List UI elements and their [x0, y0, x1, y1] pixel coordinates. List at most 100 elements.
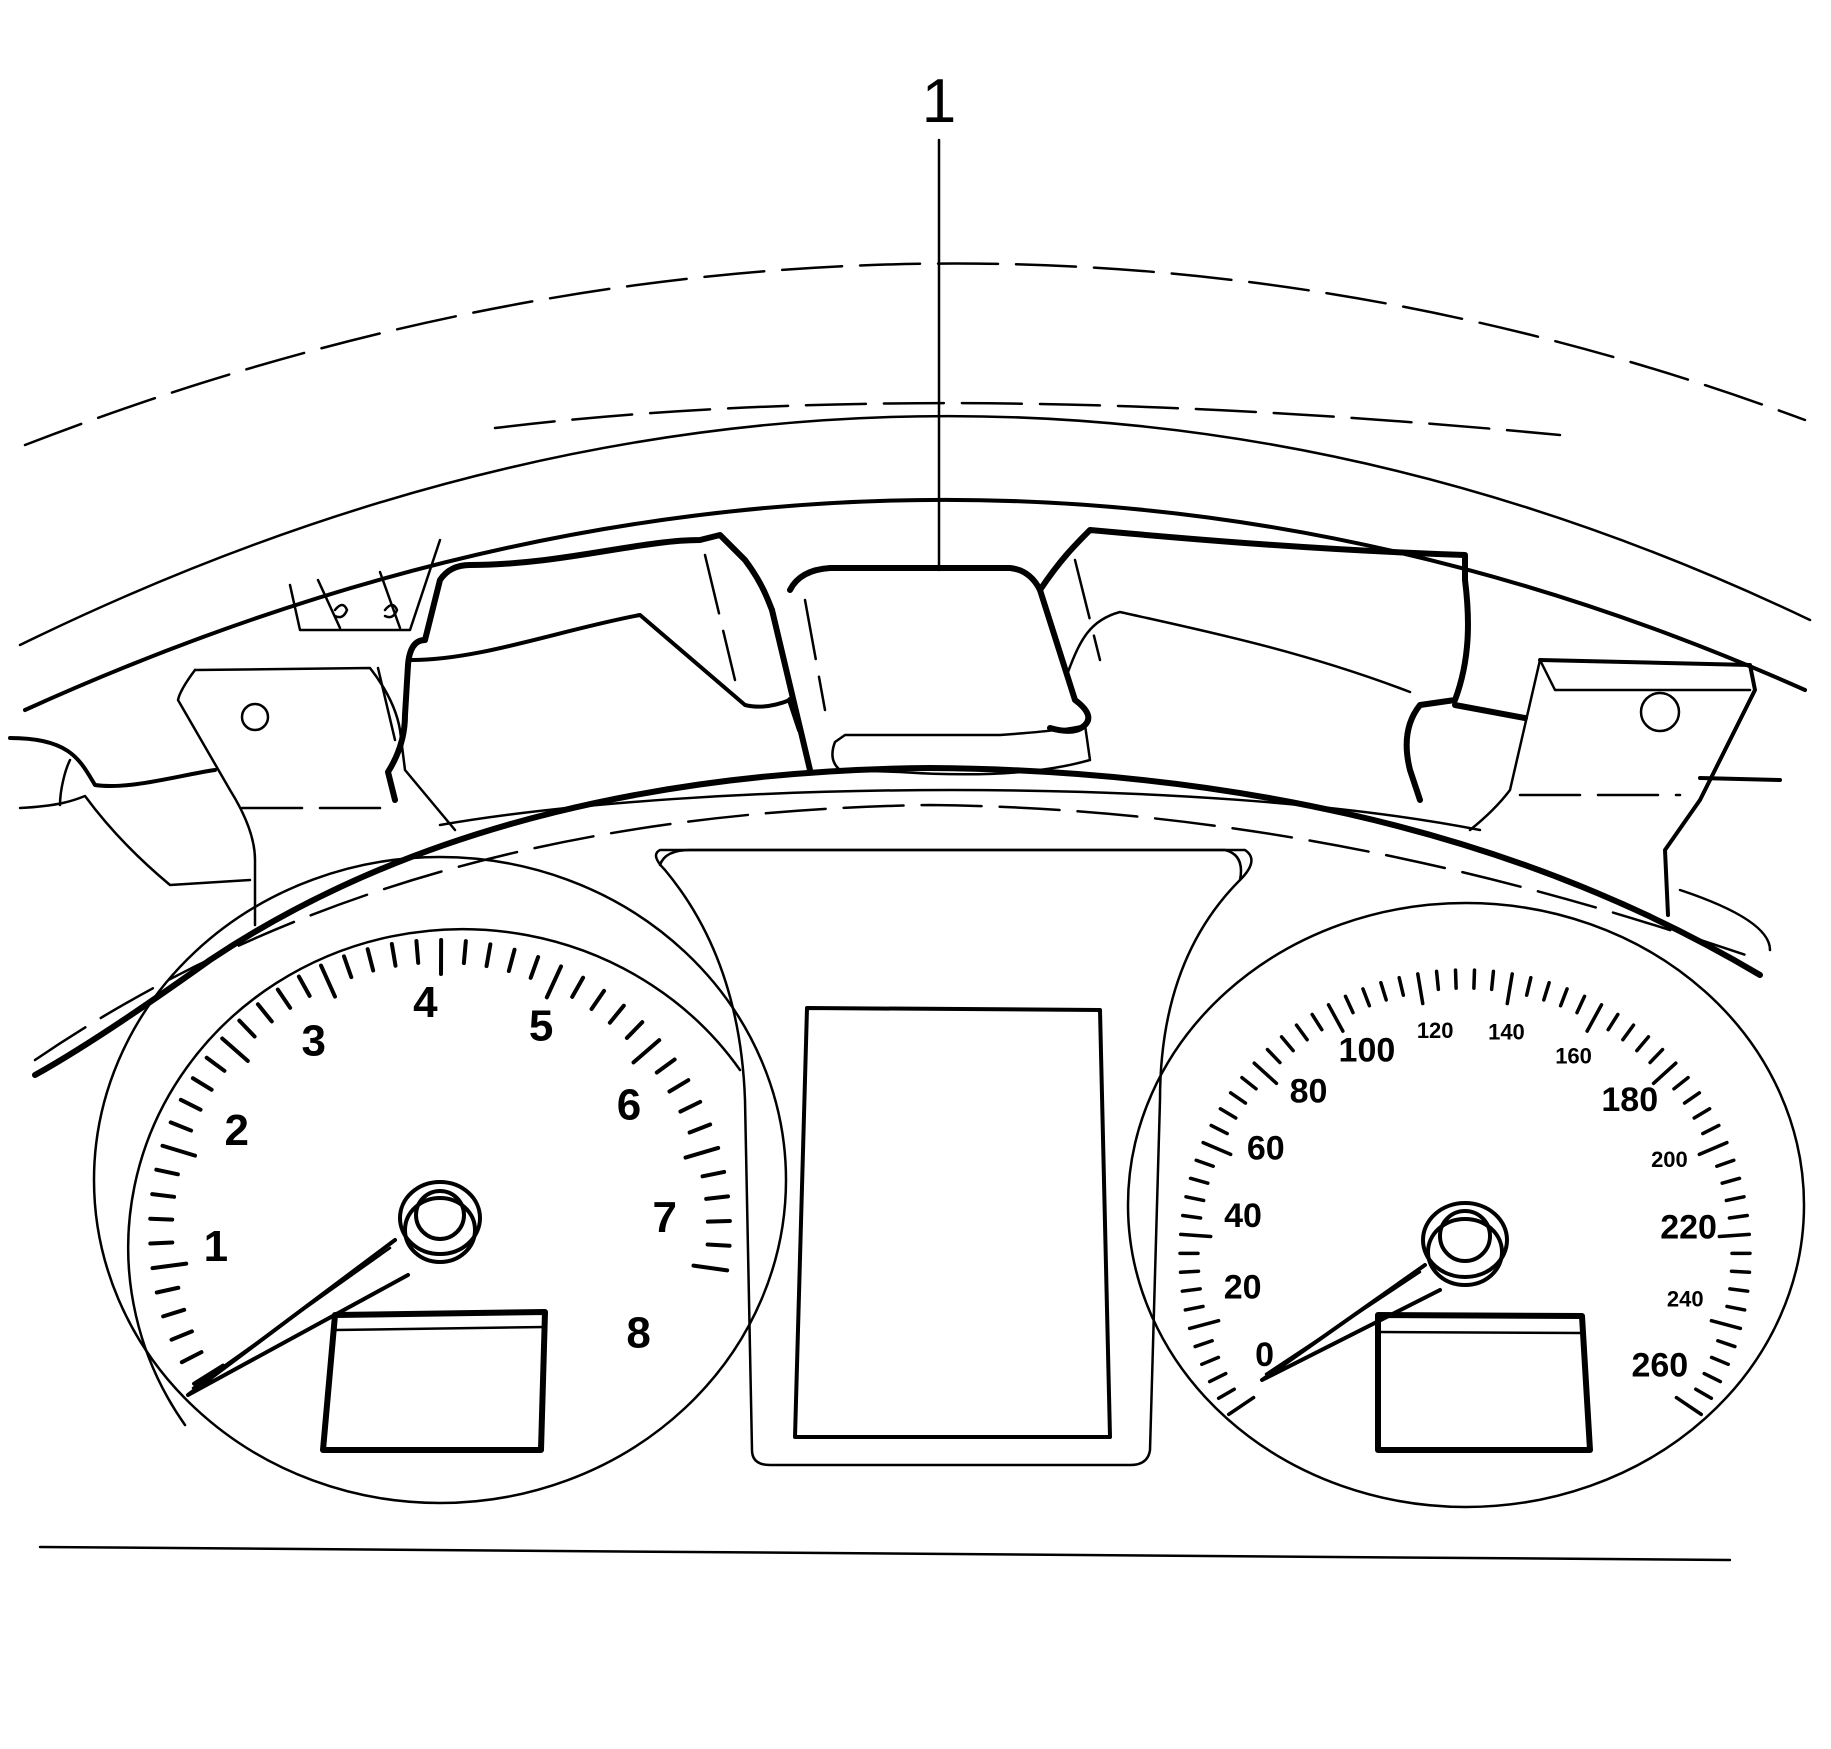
gauge-tick: [296, 974, 312, 998]
gauge-tick: [1193, 1339, 1214, 1349]
gauge-tick: [1729, 1269, 1752, 1275]
gauge-label: 2: [225, 1106, 249, 1155]
gauge-tick: [654, 1057, 677, 1075]
gauge-tick: [1585, 1003, 1604, 1033]
tachometer-ticks: [148, 938, 732, 1386]
gauge-tick: [1180, 1287, 1202, 1293]
gauge-tick: [570, 975, 586, 999]
gauge-label: 60: [1247, 1129, 1285, 1167]
gauge-tick: [1727, 1213, 1749, 1220]
gauge-tick: [607, 1003, 626, 1025]
gauge-tick: [1181, 1213, 1203, 1220]
gauge-tick: [179, 1350, 204, 1365]
callout-label: 1: [922, 67, 956, 136]
gauge-tick: [1326, 1003, 1345, 1033]
gauge-tick: [1184, 1195, 1206, 1203]
gauge-tick: [678, 1099, 703, 1114]
gauge-tick: [161, 1307, 187, 1319]
gauge-label: 20: [1224, 1268, 1262, 1306]
gauge-tick: [705, 1242, 732, 1248]
gauge-tick: [1201, 1140, 1233, 1157]
gauge-tick: [204, 1055, 227, 1073]
gauge-tick: [1200, 1355, 1221, 1367]
gauge-tick: [589, 988, 607, 1011]
gauge-tick: [1310, 1012, 1324, 1032]
gauge-label: 8: [626, 1308, 650, 1357]
gauge-tick: [237, 1018, 257, 1039]
gauge-tick: [683, 1145, 721, 1160]
gauge-label: 6: [617, 1081, 641, 1130]
gauge-tick: [1416, 972, 1425, 1006]
gauge-tick: [1702, 1371, 1723, 1384]
gauge-tick: [1188, 1176, 1210, 1185]
gauge-label: 120: [1417, 1018, 1454, 1043]
gauge-tick: [1489, 969, 1496, 992]
gauge-tick: [1651, 1061, 1678, 1086]
gauge-tick: [148, 1216, 175, 1222]
gauge-tick: [1218, 1107, 1238, 1120]
gauge-tick: [1701, 1123, 1721, 1136]
gauge-tick: [1194, 1158, 1215, 1168]
gauge-tick: [169, 1329, 194, 1342]
speedometer-ticks: [1178, 968, 1752, 1417]
gauge-tick: [1361, 987, 1372, 1008]
gauge-label: 0: [1255, 1336, 1274, 1374]
gauge-label: 140: [1488, 1020, 1525, 1045]
gauge-tick: [1635, 1035, 1651, 1053]
gauge-tick: [1265, 1047, 1282, 1065]
gauge-label: 160: [1555, 1044, 1592, 1069]
gauge-tick: [1472, 968, 1477, 990]
gauge-tick: [1209, 1123, 1229, 1136]
gauge-tick: [528, 955, 541, 980]
gauge-tick: [154, 1285, 181, 1295]
gauge-label: 260: [1631, 1346, 1688, 1384]
gauge-label: 7: [653, 1193, 677, 1242]
gauge-tick: [1453, 968, 1458, 990]
gauge-tick: [275, 987, 293, 1010]
gauge-tick: [704, 1194, 731, 1201]
gauge-tick: [1207, 1371, 1228, 1384]
gauge-label: 5: [529, 1002, 553, 1051]
gauge-tick: [1724, 1195, 1746, 1203]
gauge-tick: [1216, 1387, 1236, 1401]
right-bracket: [1468, 658, 1782, 952]
gauge-tick: [220, 1036, 250, 1063]
gauge-label: 220: [1660, 1209, 1717, 1247]
gauge-tick: [154, 1167, 180, 1177]
gauge-label: 1: [204, 1222, 228, 1271]
gauge-tick: [178, 1097, 203, 1112]
gauge-tick: [1715, 1158, 1736, 1168]
gauge-tick: [255, 1002, 274, 1024]
gauge-tick: [1692, 1107, 1712, 1120]
gauge-tick: [1558, 987, 1569, 1008]
gauge-label: 40: [1224, 1197, 1262, 1235]
gauge-label: 4: [413, 978, 438, 1027]
gauge-tick: [1183, 1304, 1205, 1312]
gauge-tick: [414, 938, 421, 965]
gauge-tick: [1709, 1318, 1743, 1331]
gauge-tick: [461, 939, 468, 966]
gauge-tick: [1187, 1318, 1221, 1331]
gauge-tick: [341, 954, 354, 980]
gauge-tick: [691, 1263, 730, 1273]
gauge-tick: [687, 1122, 713, 1135]
gauge-tick: [1621, 1023, 1636, 1042]
gauge-label: 180: [1601, 1081, 1658, 1119]
gauge-tick: [190, 1076, 214, 1092]
gauge-tick: [1542, 980, 1551, 1002]
gauge-tick: [150, 1192, 177, 1199]
gauge-tick: [168, 1120, 194, 1133]
gauge-tick: [544, 964, 564, 1000]
gauge-tick: [1709, 1355, 1730, 1367]
gauge-tick: [1694, 1387, 1714, 1401]
gauge-tick: [150, 1261, 189, 1271]
wiring-harness: [385, 527, 1528, 803]
gauge-tick: [1379, 980, 1388, 1002]
gauge-tick: [1294, 1023, 1309, 1042]
gauge-tick: [1606, 1012, 1620, 1032]
